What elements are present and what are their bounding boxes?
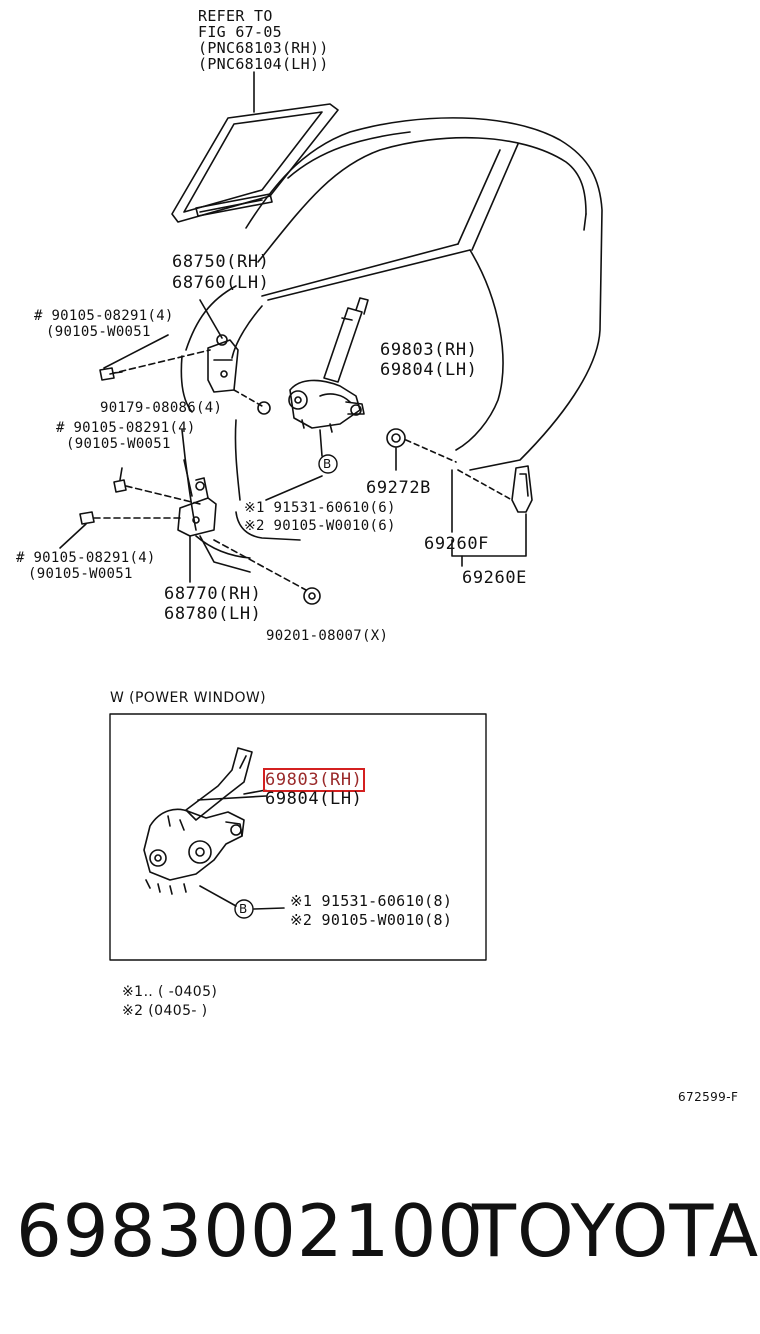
- part-68780-label[interactable]: 68780(LH): [164, 604, 262, 624]
- grommet-drawing: [386, 428, 457, 471]
- bolt-middle-drawing: [113, 467, 201, 505]
- part-90105-upper-label[interactable]: # 90105-08291(4): [34, 308, 174, 324]
- refer-fig-label: FIG 67-05: [198, 23, 282, 41]
- inset-bolt-1-label[interactable]: ※1 91531-60610(8): [290, 892, 453, 910]
- bolt-1-label[interactable]: ※1 91531-60610(6): [244, 500, 396, 516]
- part-90201-label[interactable]: 90201-08007(X): [266, 628, 389, 644]
- refer-to-label: REFER TO: [198, 7, 273, 25]
- inset-bolt-2-label[interactable]: ※2 90105-W0010(8): [290, 911, 453, 929]
- inset-marker-b-circle: [234, 899, 254, 919]
- inset-title: W (POWER WINDOW): [110, 690, 267, 706]
- inset-marker-b-label: B: [239, 902, 248, 916]
- brand-heading: TOYOTA: [472, 1189, 760, 1273]
- marker-b-circle: [318, 454, 338, 474]
- part-90105-middle-alt-label[interactable]: (90105-W0051: [66, 436, 171, 452]
- part-68770-label[interactable]: 68770(RH): [164, 584, 262, 604]
- inset-part-69804-label[interactable]: 69804(LH): [265, 789, 363, 809]
- window-regulator-drawing: [288, 297, 369, 457]
- part-90105-upper-alt-label[interactable]: (90105-W0051: [46, 324, 151, 340]
- inset-part-69803-label[interactable]: 69803(RH): [263, 768, 365, 792]
- exploded-view-drawing: [59, 71, 603, 961]
- inside-handle-drawing: [451, 465, 533, 567]
- note-1: ※1‥ ( -0405): [122, 984, 218, 1000]
- refer-pnc-lh-label: (PNC68104(LH)): [198, 55, 329, 73]
- refer-pnc-rh-label: (PNC68103(RH)): [198, 39, 329, 57]
- door-body-drawing: [180, 117, 603, 559]
- figure-code: 672599-F: [678, 1090, 739, 1104]
- marker-b-label: B: [323, 457, 332, 471]
- door-glass-drawing: [171, 103, 339, 223]
- part-69260e-label[interactable]: 69260E: [462, 568, 528, 588]
- inset-regulator-drawing: [143, 747, 267, 907]
- part-90105-middle-label[interactable]: # 90105-08291(4): [56, 420, 196, 436]
- part-68750-label[interactable]: 68750(RH): [172, 252, 270, 272]
- part-69272b-label[interactable]: 69272B: [366, 478, 432, 498]
- inset-frame: [109, 713, 487, 961]
- part-90105-lower-label[interactable]: # 90105-08291(4): [16, 550, 156, 566]
- bolt-upper-drawing: [99, 367, 123, 381]
- part-number-heading: 6983002100: [16, 1189, 485, 1273]
- bolt-lower-drawing: [59, 511, 181, 549]
- part-69803-label[interactable]: 69803(RH): [380, 340, 478, 360]
- part-69804-label[interactable]: 69804(LH): [380, 360, 478, 380]
- part-69260f-label[interactable]: 69260F: [424, 534, 490, 554]
- note-2: ※2 (0405- ): [122, 1003, 208, 1019]
- lower-hinge-drawing: [177, 459, 217, 583]
- part-90179-label[interactable]: 90179-08086(4): [100, 400, 223, 416]
- upper-hinge-drawing: [199, 299, 239, 393]
- bolt-2-label[interactable]: ※2 90105-W0010(6): [244, 518, 396, 534]
- part-90105-lower-alt-label[interactable]: (90105-W0051: [28, 566, 133, 582]
- part-68760-label[interactable]: 68760(LH): [172, 273, 270, 293]
